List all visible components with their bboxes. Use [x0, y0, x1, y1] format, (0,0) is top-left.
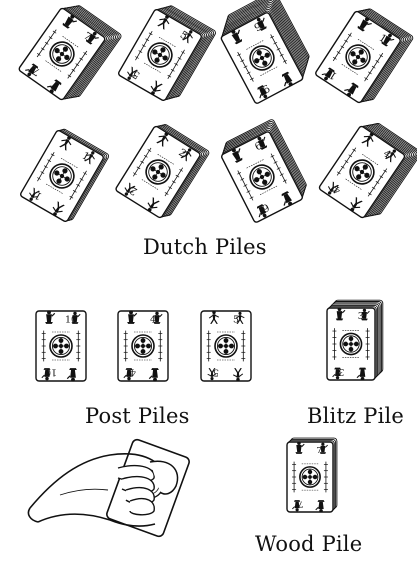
dutch-pile: 77 — [18, 0, 122, 108]
wood-pile-label: Wood Pile — [255, 532, 362, 556]
post-pile: 44 — [118, 310, 168, 381]
card-number: 5 — [233, 315, 239, 326]
dutch-pile: 44 — [318, 116, 417, 226]
hand-holding-deck-illustration — [28, 438, 190, 537]
card-face: 44 — [118, 310, 168, 381]
post-piles-label: Post Piles — [85, 404, 190, 428]
dutch-pile: 22 — [115, 120, 210, 222]
dutch-pile: 66 — [217, 119, 312, 224]
dutch-pile: 55 — [117, 0, 216, 107]
blitz-pile-label: Blitz Pile — [307, 404, 404, 428]
card-face: 33 — [327, 307, 375, 380]
blitz-pile: 33 — [327, 300, 383, 380]
dutch-piles-label: Dutch Piles — [143, 235, 267, 259]
card-face: 77 — [287, 441, 333, 512]
wood-pile: 77 — [287, 438, 337, 512]
finger — [130, 499, 154, 515]
dutch-pile: 11 — [19, 126, 109, 224]
dutch-pile: 99 — [213, 0, 318, 105]
dutch-pile: 11 — [314, 3, 414, 109]
card-face: 11 — [19, 129, 104, 223]
card-face: 55 — [201, 311, 251, 382]
post-pile: 55 — [201, 311, 251, 382]
card-number: 5 — [213, 367, 219, 378]
